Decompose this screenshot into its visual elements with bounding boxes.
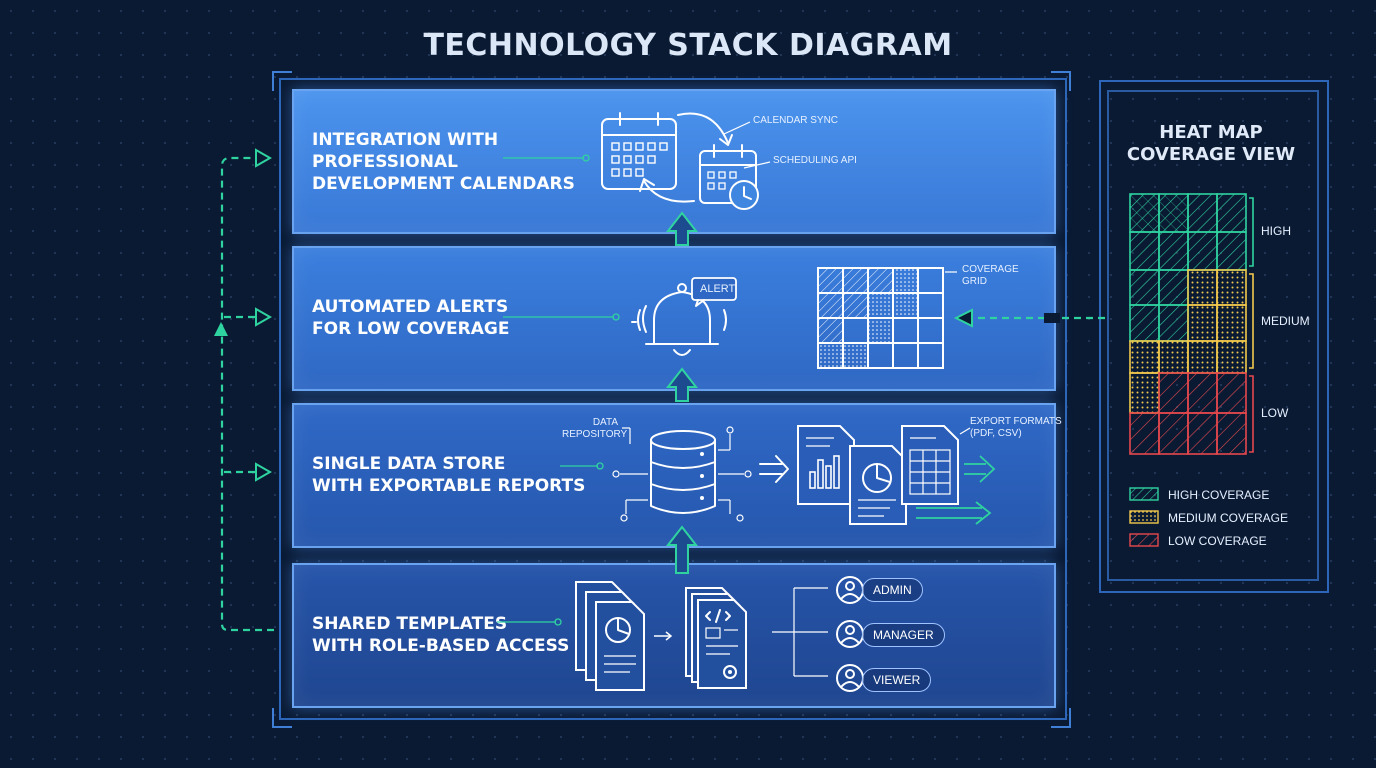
alert-badge-label: ALERT — [700, 283, 736, 295]
heatmap-frame — [1099, 80, 1329, 593]
calendar-sync-icon — [601, 112, 759, 210]
role-admin: ADMIN — [862, 578, 923, 602]
heatmap-grid — [1129, 193, 1254, 455]
coverage-grid-label: COVERAGE GRID — [962, 264, 1019, 287]
heatmap-link-connector — [953, 308, 1108, 328]
database-icon — [612, 426, 752, 522]
feedback-loop-connector — [214, 148, 274, 632]
role-branch-lines — [772, 587, 828, 677]
coverage-grid-icon — [817, 267, 957, 369]
frame-corner — [1051, 708, 1071, 728]
legend-low-coverage: LOW COVERAGE — [1168, 534, 1267, 548]
data-repository-label: DATA REPOSITORY — [562, 417, 628, 440]
layer-flow-arrows — [665, 211, 699, 574]
layer-title: SHARED TEMPLATES WITH ROLE-BASED ACCESS — [312, 614, 570, 656]
layer-automated-alerts: AUTOMATED ALERTS FOR LOW COVERAGE — [292, 246, 1056, 391]
frame-corner — [1051, 71, 1071, 91]
role-manager: MANAGER — [862, 623, 945, 647]
heatmap-level-low: LOW — [1261, 406, 1289, 420]
legend-swatches — [1129, 487, 1159, 547]
label-leader-lines — [723, 121, 771, 169]
diagram-title: TECHNOLOGY STACK DIAGRAM — [423, 28, 953, 63]
shared-templates-icon — [575, 581, 747, 691]
calendar-sync-label: CALENDAR SYNC — [753, 115, 839, 126]
legend-medium-coverage: MEDIUM COVERAGE — [1168, 511, 1289, 525]
legend-high-coverage: HIGH COVERAGE — [1168, 488, 1270, 502]
role-viewer: VIEWER — [862, 668, 932, 692]
heatmap-level-high: HIGH — [1261, 224, 1291, 238]
layer-title: SINGLE DATA STORE WITH EXPORTABLE REPORT… — [312, 454, 586, 496]
frame-corner — [272, 708, 292, 728]
export-formats-label: EXPORT FORMATS (PDF, CSV) — [970, 416, 1062, 439]
heatmap-title: HEAT MAP COVERAGE VIEW — [1126, 122, 1296, 165]
scheduling-api-label: SCHEDULING API — [773, 155, 857, 166]
heatmap-level-medium: MEDIUM — [1261, 314, 1310, 328]
heatmap-inner-frame — [1107, 90, 1319, 581]
export-reports-icon — [759, 425, 996, 525]
alert-bell-icon — [631, 277, 737, 356]
frame-corner — [272, 71, 292, 91]
layer-calendar-integration: INTEGRATION WITH PROFESSIONAL DEVELOPMEN… — [292, 89, 1056, 234]
stack-frame — [279, 78, 1067, 720]
layer-title: AUTOMATED ALERTS FOR LOW COVERAGE — [312, 297, 510, 339]
layer-title: INTEGRATION WITH PROFESSIONAL DEVELOPMEN… — [312, 130, 575, 194]
